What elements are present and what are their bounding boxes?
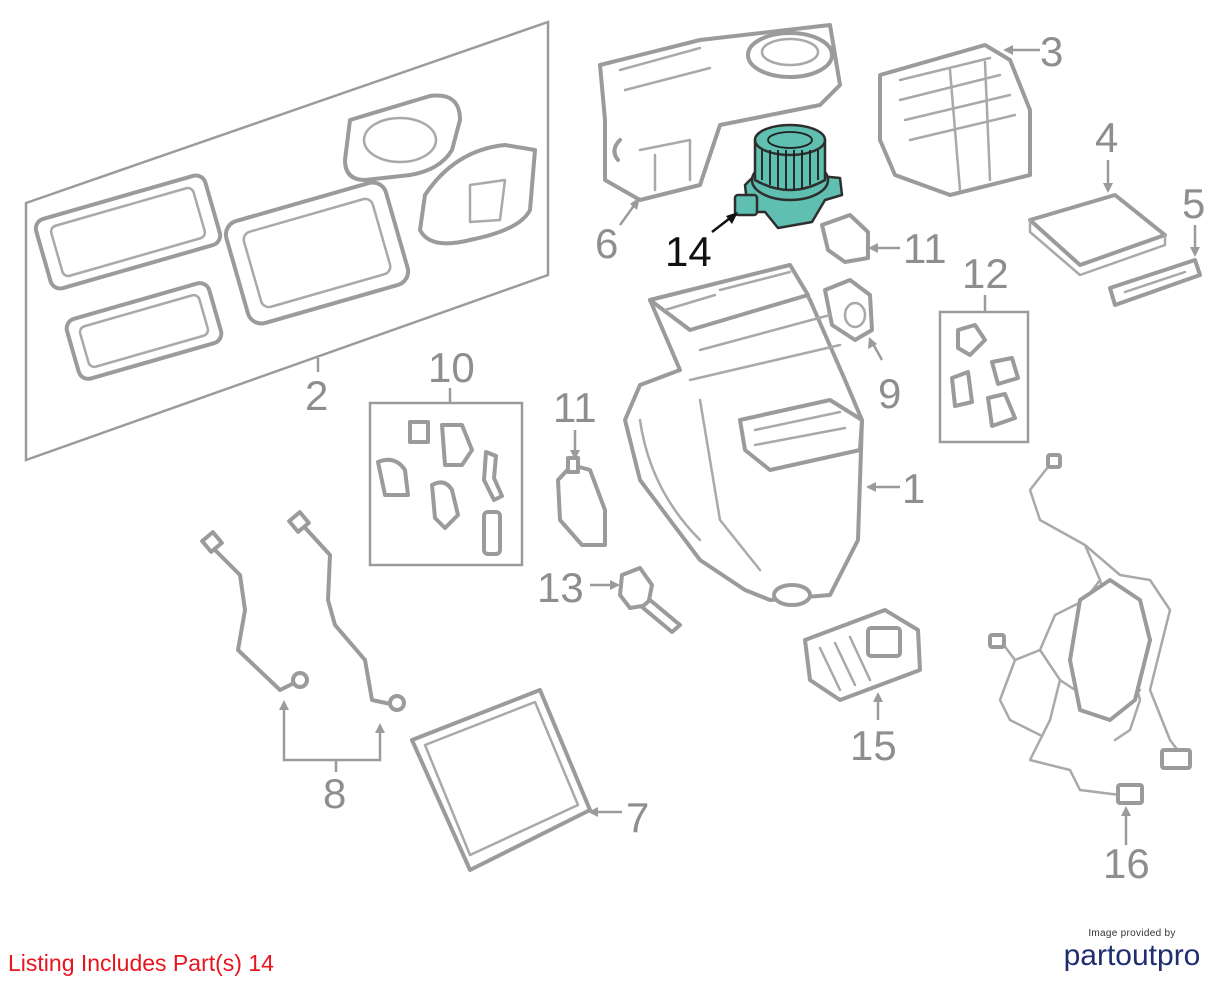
callout-12: 12 [962, 250, 1009, 297]
brand-name: partoutpro [1063, 939, 1201, 972]
image-credit: Image provided by [1088, 928, 1176, 939]
callout-6: 6 [595, 220, 618, 267]
callout-11-upper: 11 [903, 225, 947, 272]
part-9-actuator [823, 278, 874, 342]
part-14-blower-motor [733, 123, 844, 230]
part-10-actuator-kit [368, 401, 524, 567]
brand-logo: Image provided by partoutpro [1052, 928, 1212, 971]
callout-11-lower: 11 [553, 384, 597, 431]
callout-16: 16 [1103, 840, 1150, 887]
part-7-heater-core [410, 688, 592, 872]
part-15-control-module [803, 608, 922, 702]
part-5-filter-door [1108, 258, 1202, 307]
callout-15: 15 [850, 722, 897, 769]
callout-13: 13 [537, 564, 584, 611]
callout-10: 10 [428, 344, 475, 391]
part-6-upper-housing [598, 23, 842, 202]
part-8-heater-hoses [200, 510, 406, 712]
callout-3: 3 [1040, 28, 1063, 75]
part-12-fastener-kit [938, 310, 1030, 444]
part-11-actuator-lower [556, 456, 607, 547]
part-1-hvac-case [623, 263, 864, 607]
callout-8: 8 [323, 770, 346, 817]
callout-4: 4 [1095, 114, 1118, 161]
callout-1: 1 [902, 465, 925, 512]
part-11-actuator-upper [820, 213, 870, 264]
part-13-sensor [618, 566, 682, 634]
callout-7: 7 [626, 794, 649, 841]
callout-5: 5 [1182, 180, 1205, 227]
part-2-frame [24, 20, 550, 462]
listing-includes-text: Listing Includes Part(s) 14 [8, 950, 274, 976]
part-3-distribution-box [878, 43, 1032, 197]
callout-2: 2 [305, 372, 328, 419]
part-2-trim-panel-group [24, 20, 550, 462]
callout-14: 14 [665, 228, 712, 275]
part-4-cabin-air-filter [1028, 193, 1167, 277]
part-16-wiring-harness [988, 453, 1192, 805]
callout-9: 9 [878, 370, 901, 417]
